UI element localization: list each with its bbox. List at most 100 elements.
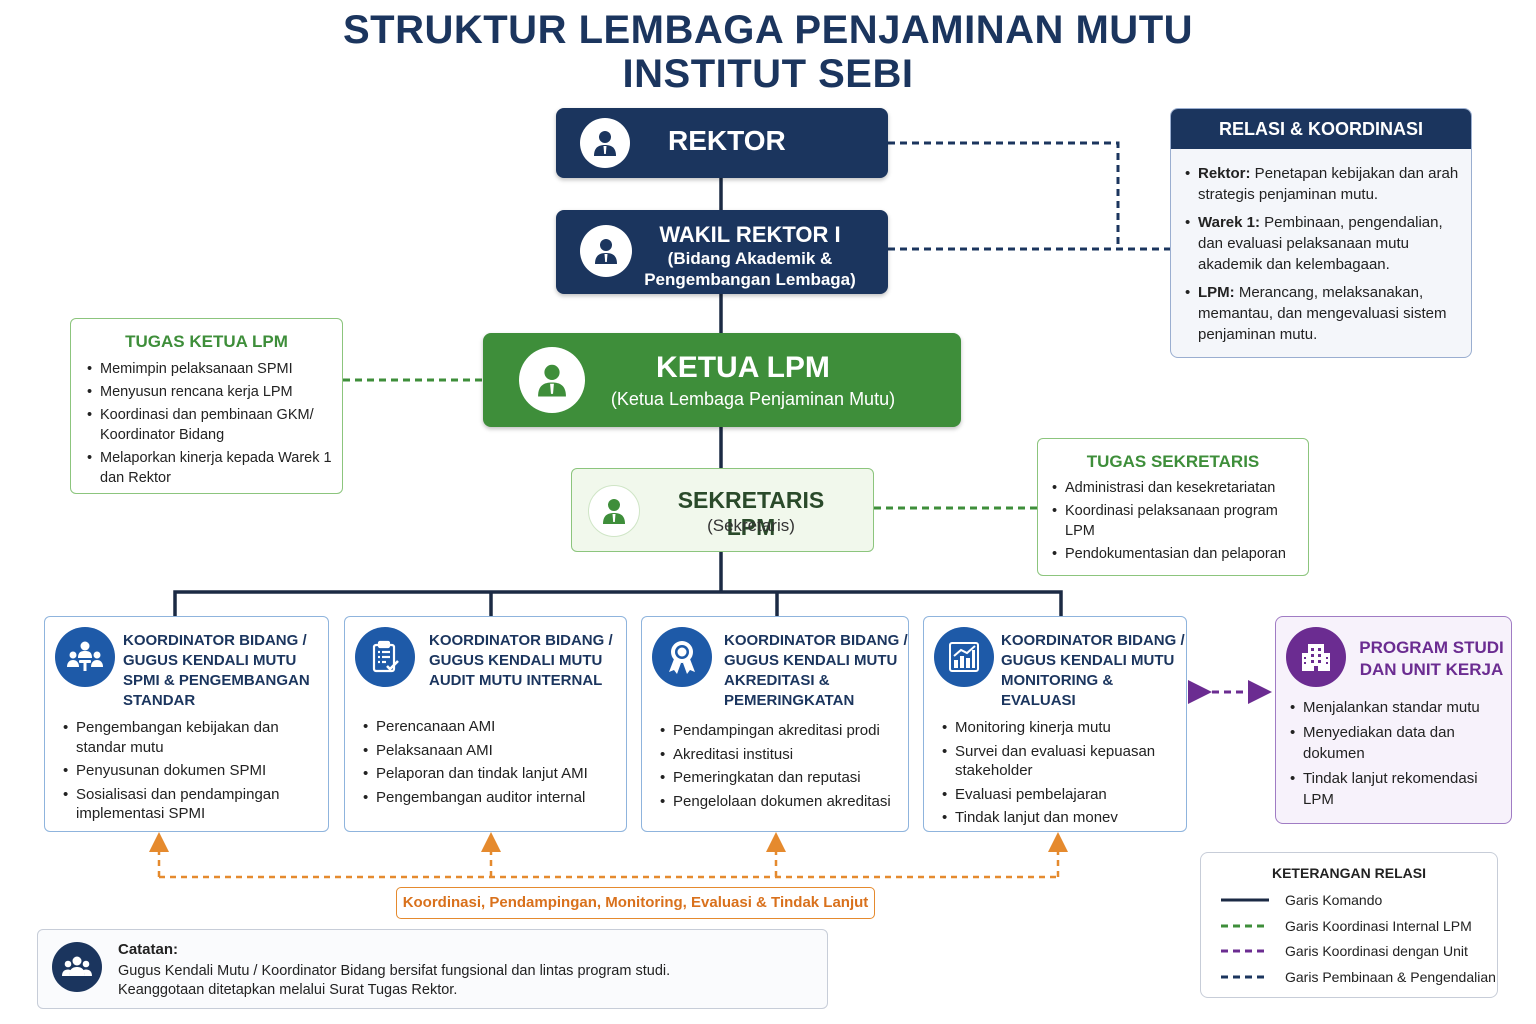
user-icon	[580, 225, 632, 277]
relasi-item-text: Penetapan kebijakan dan arah strategis p…	[1198, 165, 1459, 203]
legend-item-komando: Garis Komando	[1221, 890, 1382, 910]
tugas-sekretaris-title: TUGAS SEKRETARIS	[1086, 452, 1260, 471]
sekretaris-title: SEKRETARIS LPM	[677, 487, 825, 540]
legend-label: Garis Pembinaan & Pengendalian	[1285, 969, 1496, 985]
legend-title: KETERANGAN RELASI	[1271, 865, 1426, 881]
solid-line-swatch	[1221, 898, 1269, 902]
list-item: Administrasi dan kesekretariatan	[1052, 478, 1300, 498]
catatan-line-1: Gugus Kendali Mutu / Koordinator Bidang …	[118, 963, 671, 979]
relasi-title: RELASI & KOORDINASI	[1171, 109, 1471, 149]
list-item: Pengembangan kebijakan dan standar mutu	[63, 718, 320, 757]
legend-label: Garis Koordinasi Internal LPM	[1285, 918, 1472, 934]
list-item: Pelaksanaan AMI	[363, 741, 618, 761]
list-item: Pendokumentasian dan pelaporan	[1052, 544, 1300, 564]
team-meeting-icon	[55, 627, 115, 687]
wakil-rektor-subtitle-line-2: Pengembangan Lembaga)	[644, 270, 856, 289]
tugas-sekretaris-list: Administrasi dan kesekretariatan Koordin…	[1052, 478, 1300, 567]
koordinator-list: Pengembangan kebijakan dan standar mutu …	[63, 718, 320, 828]
ketua-lpm-box: KETUA LPM (Ketua Lembaga Penjaminan Mutu…	[483, 333, 961, 427]
relasi-item-text: Pembinaan, pengendalian, dan evaluasi pe…	[1198, 214, 1443, 273]
list-item: Koordinasi pelaksanaan program LPM	[1052, 501, 1300, 541]
koordinator-title: KOORDINATOR BIDANG / GUGUS KENDALI MUTU …	[429, 632, 613, 689]
purple-dashed-swatch	[1221, 949, 1269, 953]
legend-panel: KETERANGAN RELASI Garis Komando Garis Ko…	[1200, 852, 1498, 998]
list-item: Pemeringkatan dan reputasi	[660, 768, 900, 788]
relasi-item: LPM: Merancang, melaksanakan, memantau, …	[1185, 282, 1459, 345]
tugas-ketua-title: TUGAS KETUA LPM	[125, 332, 288, 351]
list-item: Monitoring kinerja mutu	[942, 718, 1178, 738]
koordinator-title: KOORDINATOR BIDANG / GUGUS KENDALI MUTU …	[724, 632, 908, 709]
list-item: Melaporkan kinerja kepada Warek 1 dan Re…	[87, 448, 332, 488]
koordinator-list: Monitoring kinerja mutu Survei dan evalu…	[942, 718, 1178, 832]
list-item: Tindak lanjut rekomendasi LPM	[1290, 768, 1501, 810]
list-item: Menyusun rencana kerja LPM	[87, 382, 332, 402]
legend-item-internal: Garis Koordinasi Internal LPM	[1221, 916, 1472, 936]
sekretaris-lpm-box: SEKRETARIS LPM (Sekretaris)	[571, 468, 874, 552]
list-item: Evaluasi pembelajaran	[942, 785, 1178, 805]
relasi-item-label: Warek 1:	[1198, 214, 1260, 231]
ketua-lpm-subtitle: (Ketua Lembaga Penjaminan Mutu)	[610, 389, 896, 409]
catatan-panel: Catatan: Gugus Kendali Mutu / Koordinato…	[37, 929, 828, 1009]
building-icon	[1286, 627, 1346, 687]
legend-item-pembinaan: Garis Pembinaan & Pengendalian	[1221, 967, 1496, 987]
list-item: Menjalankan standar mutu	[1290, 697, 1501, 718]
tugas-ketua-panel: TUGAS KETUA LPM Memimpin pelaksanaan SPM…	[70, 318, 343, 494]
list-item: Akreditasi institusi	[660, 745, 900, 765]
list-item: Pendampingan akreditasi prodi	[660, 721, 900, 741]
wakil-rektor-box: WAKIL REKTOR I (Bidang Akademik & Pengem…	[556, 210, 888, 294]
award-ribbon-icon	[652, 627, 712, 687]
program-studi-box: PROGRAM STUDI DAN UNIT KERJA Menjalankan…	[1275, 616, 1512, 824]
page-title-line-1: STRUKTUR LEMBAGA PENJAMINAN MUTU	[342, 8, 1194, 52]
list-item: Pelaporan dan tindak lanjut AMI	[363, 764, 618, 784]
list-item: Survei dan evaluasi kepuasan stakeholder	[942, 742, 1178, 781]
relasi-koordinasi-panel: RELASI & KOORDINASI Rektor: Penetapan ke…	[1170, 108, 1472, 358]
list-item: Memimpin pelaksanaan SPMI	[87, 359, 332, 379]
legend-label: Garis Koordinasi dengan Unit	[1285, 943, 1468, 959]
green-dashed-swatch	[1221, 924, 1269, 928]
catatan-heading: Catatan:	[118, 941, 179, 958]
koordinator-monev-box: KOORDINATOR BIDANG / GUGUS KENDALI MUTU …	[923, 616, 1187, 832]
koordinator-spmi-box: KOORDINATOR BIDANG / GUGUS KENDALI MUTU …	[44, 616, 329, 832]
program-studi-title: PROGRAM STUDI DAN UNIT KERJA	[1359, 638, 1504, 679]
wakil-rektor-subtitle: (Bidang Akademik & Pengembangan Lembaga)	[626, 248, 874, 290]
koordinasi-label: Koordinasi, Pendampingan, Monitoring, Ev…	[396, 887, 875, 919]
list-item: Tindak lanjut dan monev	[942, 808, 1178, 828]
relasi-item: Warek 1: Pembinaan, pengendalian, dan ev…	[1185, 212, 1459, 275]
koordinator-akreditasi-box: KOORDINATOR BIDANG / GUGUS KENDALI MUTU …	[641, 616, 909, 832]
list-item: Pengembangan auditor internal	[363, 788, 618, 808]
group-icon	[52, 942, 102, 992]
bar-chart-icon	[934, 627, 994, 687]
relasi-item-label: Rektor:	[1198, 165, 1251, 182]
command-lines	[173, 178, 1063, 616]
legend-item-unit: Garis Koordinasi dengan Unit	[1221, 941, 1468, 961]
user-icon	[519, 347, 585, 413]
rektor-label: REKTOR	[668, 125, 786, 156]
list-item: Sosialisasi dan pendampingan implementas…	[63, 785, 320, 824]
pembinaan-lines	[888, 141, 1170, 251]
relasi-list: Rektor: Penetapan kebijakan dan arah str…	[1171, 149, 1471, 345]
list-item: Pengelolaan dokumen akreditasi	[660, 792, 900, 812]
list-item: Penyusunan dokumen SPMI	[63, 761, 320, 781]
wakil-rektor-subtitle-line-1: (Bidang Akademik &	[667, 249, 833, 268]
rektor-box: REKTOR	[556, 108, 888, 178]
user-icon	[580, 118, 630, 168]
catatan-line-2: Keanggotaan ditetapkan melalui Surat Tug…	[118, 982, 458, 998]
koordinasi-feedback-lines	[149, 832, 1068, 879]
relasi-item: Rektor: Penetapan kebijakan dan arah str…	[1185, 163, 1459, 205]
ketua-lpm-title: KETUA LPM	[656, 351, 830, 384]
page-title-line-2: INSTITUT SEBI	[622, 52, 914, 96]
koordinator-ami-box: KOORDINATOR BIDANG / GUGUS KENDALI MUTU …	[344, 616, 627, 832]
koordinator-list: Perencanaan AMI Pelaksanaan AMI Pelapora…	[363, 717, 618, 811]
internal-lpm-lines	[343, 378, 1037, 510]
list-item: Menyediakan data dan dokumen	[1290, 722, 1501, 764]
tugas-sekretaris-panel: TUGAS SEKRETARIS Administrasi dan kesekr…	[1037, 438, 1309, 576]
user-icon	[588, 485, 640, 537]
relasi-item-text: Merancang, melaksanakan, memantau, dan m…	[1198, 284, 1447, 343]
legend-label: Garis Komando	[1285, 892, 1383, 908]
list-item: Koordinasi dan pembinaan GKM/ Koordinato…	[87, 405, 332, 445]
clipboard-check-icon	[355, 627, 415, 687]
sekretaris-subtitle: (Sekretaris)	[707, 516, 795, 535]
koordinator-list: Pendampingan akreditasi prodi Akreditasi…	[660, 721, 900, 815]
relasi-item-label: LPM:	[1198, 284, 1235, 301]
